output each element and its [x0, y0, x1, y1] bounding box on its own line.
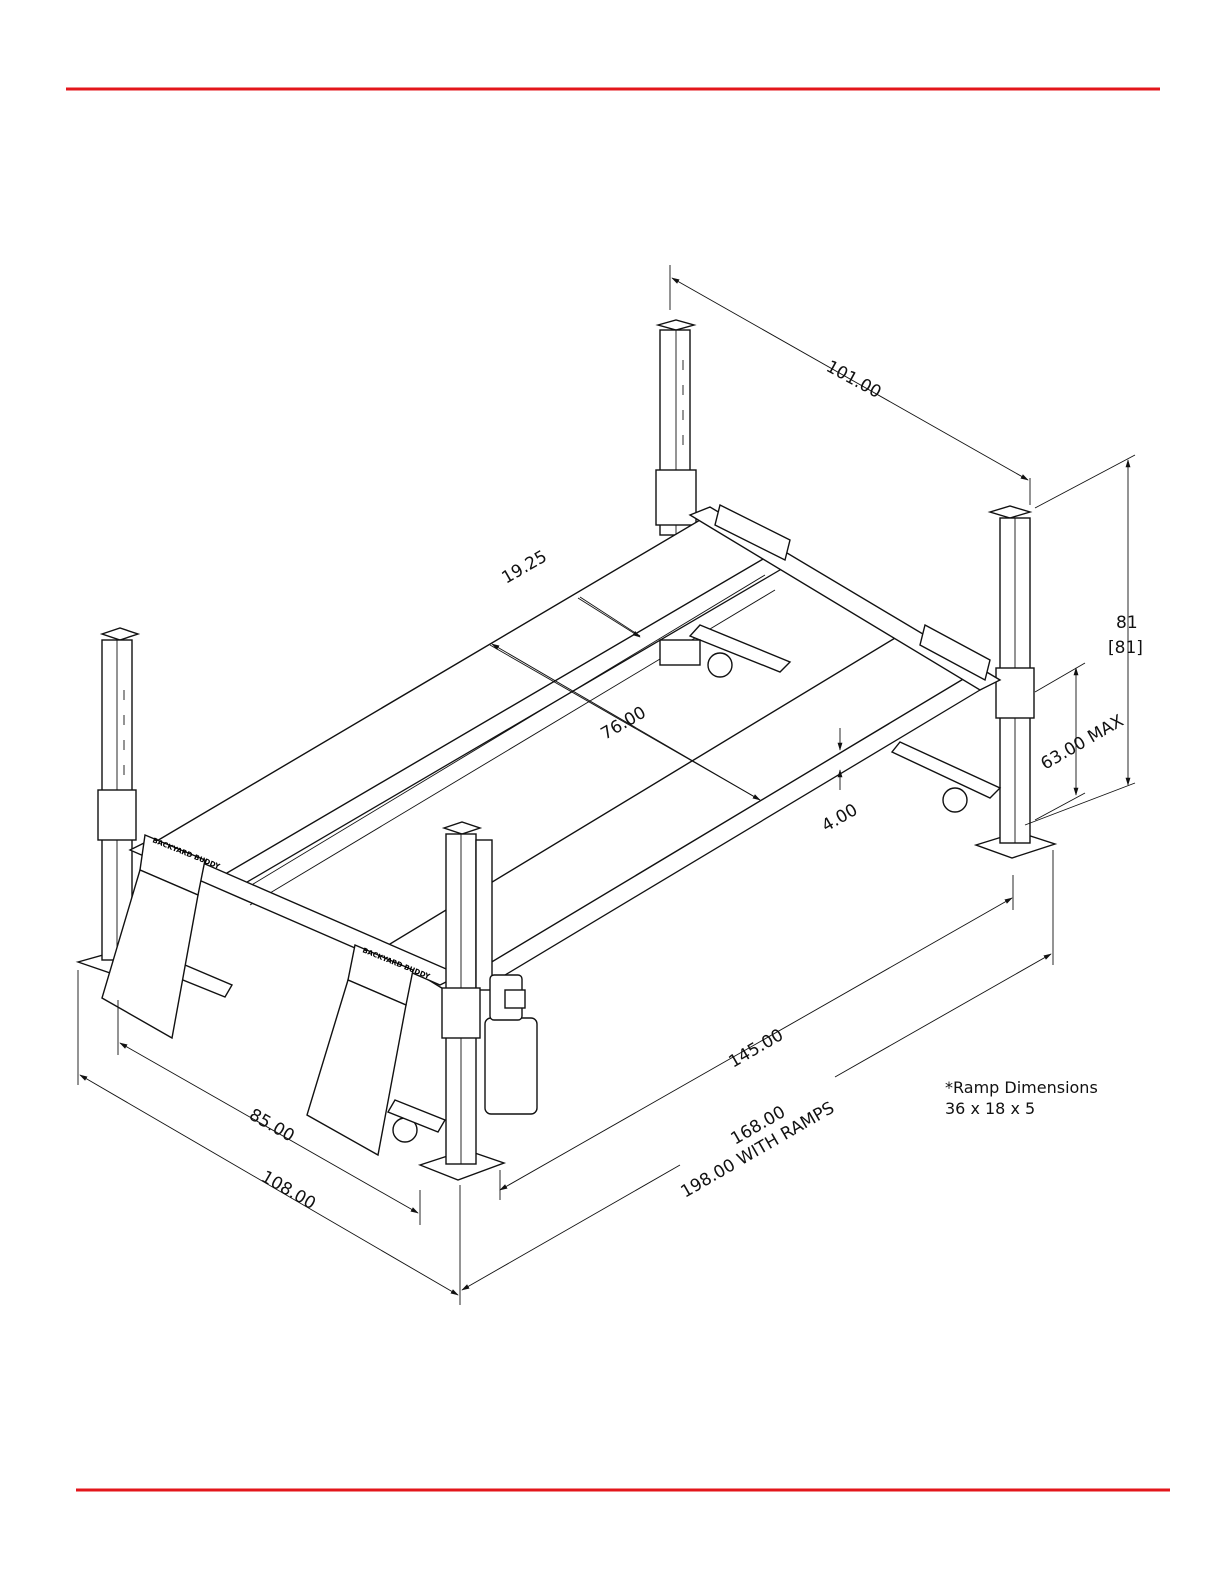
- caster-front-right: [388, 1100, 445, 1142]
- caster-rear-left: [660, 625, 790, 677]
- power-unit: [485, 975, 537, 1114]
- post-rear-left: [656, 320, 696, 535]
- dim-101-label: 101.00: [823, 357, 885, 403]
- dim-4-label: 4.00: [819, 800, 862, 836]
- dim-1925-label: 19.25: [499, 547, 551, 589]
- dim-81-bracket-label: [81]: [1108, 638, 1143, 658]
- caster-front-left: [178, 965, 232, 997]
- runways: [130, 507, 1000, 1002]
- ramp-note-title: *Ramp Dimensions: [945, 1078, 1098, 1097]
- post-rear-right: [990, 506, 1034, 843]
- dim-63-label: 63.00 MAX: [1038, 711, 1128, 775]
- dim-81-label: 81: [1116, 613, 1138, 633]
- ramp-note-size: 36 x 18 x 5: [945, 1099, 1035, 1118]
- post-front-right: [442, 822, 492, 1164]
- dim-108-label: 108.00: [258, 1167, 320, 1214]
- dim-76-label: 76.00: [598, 703, 650, 745]
- dim-145-label: 145.00: [726, 1025, 788, 1072]
- four-post-lift: BACKYARD BUDDY BACKYARD BUDDY: [78, 320, 1055, 1180]
- dim-85-label: 85.00: [246, 1105, 298, 1146]
- caster-rear-right: [892, 742, 1000, 812]
